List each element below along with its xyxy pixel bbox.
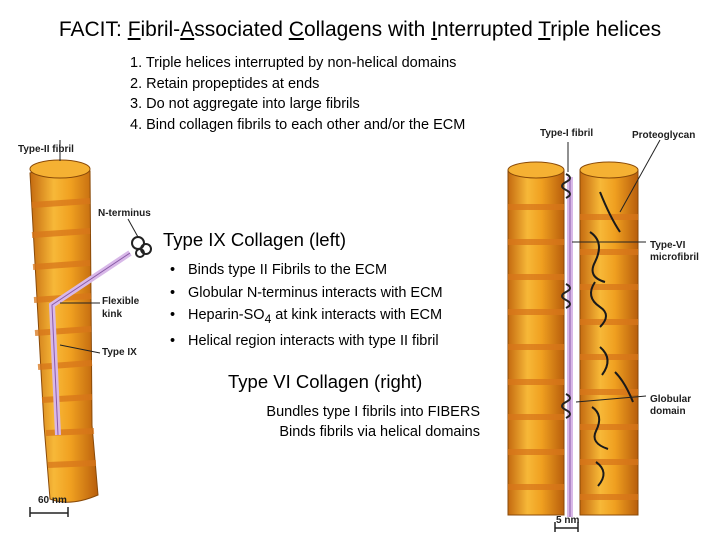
domain-label: domain (650, 406, 686, 417)
n-terminus-label: N-terminus (98, 208, 151, 219)
title-part-4: nterrupted (437, 18, 539, 41)
property-item: 2. Retain propeptides at ends (130, 75, 320, 92)
type1-fibril-right (579, 161, 639, 516)
pointer-lines-right (567, 139, 661, 403)
flexible-label: Flexible (102, 296, 140, 307)
pointer-lines (59, 140, 139, 354)
globular-domains (561, 173, 571, 419)
property-item: 4. Bind collagen fibrils to each other a… (130, 116, 466, 133)
title-letter-1: F (127, 18, 141, 41)
scale-bar-left (29, 507, 69, 517)
type2-fibril (29, 159, 99, 503)
type9-bullet: Heparin-SO4 at kink interacts with ECM (170, 304, 443, 330)
type9-figure (29, 140, 152, 517)
property-item: 1. Triple helices interrupted by non-hel… (130, 55, 457, 71)
title-letter-2: A (180, 18, 195, 41)
type9-label: Type IX (102, 347, 137, 358)
proteoglycan-label: Proteoglycan (632, 130, 696, 141)
title-part-2: ssociated (194, 18, 289, 41)
bullet-text-post: at kink interacts with ECM (271, 307, 443, 323)
type9-strand (48, 250, 132, 436)
page-title: FACIT: Fibril-Associated Collagens with … (0, 18, 720, 42)
title-part-1: ibril- (140, 18, 181, 41)
type6-line: Bundles type I fibrils into FIBERS (266, 404, 480, 420)
bullet-text-pre: Heparin-SO (188, 307, 265, 323)
bullet-subscript: 4 (264, 311, 272, 326)
type6-description: Bundles type I fibrils into FIBERS Binds… (180, 402, 480, 442)
kink-label: kink (102, 309, 123, 320)
type9-bullet: Binds type II Fibrils to the ECM (170, 259, 443, 282)
microfibril-label: microfibril (650, 252, 699, 263)
scale-label-left: 60 nm (38, 495, 67, 506)
properties-list: 1. Triple helices interrupted by non-hel… (130, 53, 465, 135)
type9-bullet: Globular N-terminus interacts with ECM (170, 282, 443, 305)
property-item: 3. Do not aggregate into large fibrils (130, 96, 360, 112)
type6-figure (507, 139, 661, 532)
title-part-3: ollagens with (303, 18, 432, 41)
type6-label: Type-VI (650, 240, 686, 251)
type6-line: Binds fibrils via helical domains (279, 424, 480, 440)
globular-label: Globular (650, 394, 692, 405)
title-letter-3: C (288, 18, 304, 41)
title-letter-4: I (431, 18, 438, 41)
type2-fibril-label: Type-II fibril (18, 144, 74, 155)
title-prefix: FACIT: (58, 18, 128, 41)
title-part-5: riple helices (550, 18, 662, 41)
type1-fibril-label: Type-I fibril (540, 128, 594, 139)
type9-bullet: Helical region interacts with type II fi… (170, 330, 443, 353)
n-terminus-knot (131, 236, 152, 258)
type6-heading: Type VI Collagen (right) (228, 371, 423, 392)
type1-fibril-left (507, 161, 565, 516)
proteoglycan-strands (589, 191, 634, 487)
scale-label-right: 5 nm (556, 515, 580, 526)
type9-heading: Type IX Collagen (left) (163, 229, 347, 250)
type9-bullet-list: Binds type II Fibrils to the ECM Globula… (170, 259, 443, 353)
scale-bar-right (554, 522, 579, 532)
title-letter-5: T (538, 18, 551, 41)
